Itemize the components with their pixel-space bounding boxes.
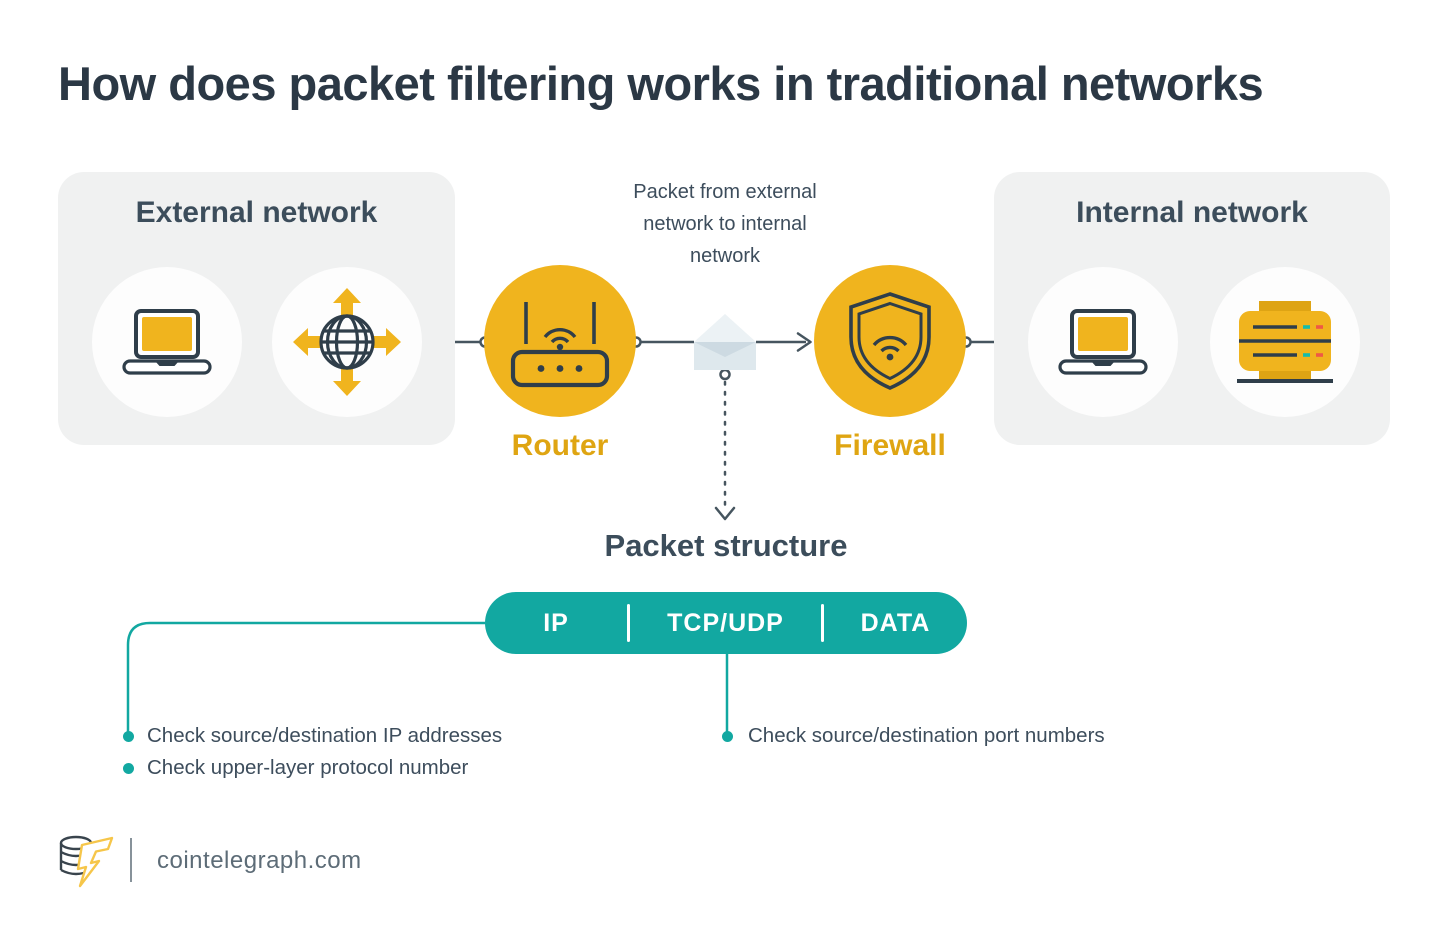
bullet-dot bbox=[122, 730, 134, 742]
packet-structure-heading: Packet structure bbox=[604, 528, 848, 563]
internal-laptop-node bbox=[1028, 267, 1178, 417]
cointelegraph-logo-icon bbox=[59, 835, 114, 888]
firewall-node bbox=[814, 265, 966, 417]
envelope-icon bbox=[694, 314, 756, 370]
internal-network-heading: Internal network bbox=[1076, 196, 1308, 229]
laptop-icon bbox=[122, 309, 212, 375]
check-item-ip-addresses: Check source/destination IP addresses bbox=[147, 724, 503, 747]
dotted-arrow-icon bbox=[714, 506, 736, 521]
internal-network-panel: Internal network bbox=[994, 172, 1390, 445]
external-internet-node bbox=[272, 267, 422, 417]
bullet-dot bbox=[122, 762, 134, 774]
server-icon bbox=[1237, 301, 1333, 383]
pill-divider bbox=[627, 604, 630, 642]
pill-segment-data: DATA bbox=[860, 608, 931, 637]
firewall-label: Firewall bbox=[834, 429, 946, 462]
check-item-port-numbers: Check source/destination port numbers bbox=[748, 724, 1105, 747]
footer-divider bbox=[130, 838, 132, 882]
globe-arrows-icon bbox=[293, 288, 401, 396]
ip-callout-line bbox=[126, 621, 485, 733]
internal-server-node bbox=[1210, 267, 1360, 417]
router-icon bbox=[510, 302, 610, 388]
shield-wifi-icon bbox=[849, 292, 931, 390]
flow-arrow-icon bbox=[796, 332, 812, 352]
site-label: cointelegraph.com bbox=[157, 847, 362, 874]
pill-segment-tcp-udp: TCP/UDP bbox=[667, 608, 784, 637]
check-item-protocol-number: Check upper-layer protocol number bbox=[147, 756, 469, 779]
packet-structure-pill: IP TCP/UDP DATA bbox=[485, 592, 967, 654]
packet-note: Packet from external network to internal… bbox=[633, 181, 817, 267]
laptop-icon bbox=[1058, 309, 1148, 375]
pill-segment-ip: IP bbox=[543, 608, 569, 637]
external-network-heading: External network bbox=[135, 196, 378, 229]
external-network-panel: External network bbox=[58, 172, 455, 445]
external-laptop-node bbox=[92, 267, 242, 417]
router-node bbox=[484, 265, 636, 417]
bullet-dot bbox=[721, 730, 733, 742]
endpoint-circle bbox=[719, 368, 731, 381]
router-label: Router bbox=[511, 429, 609, 462]
page-title: How does packet filtering works in tradi… bbox=[58, 57, 1264, 110]
pill-divider bbox=[821, 604, 824, 642]
